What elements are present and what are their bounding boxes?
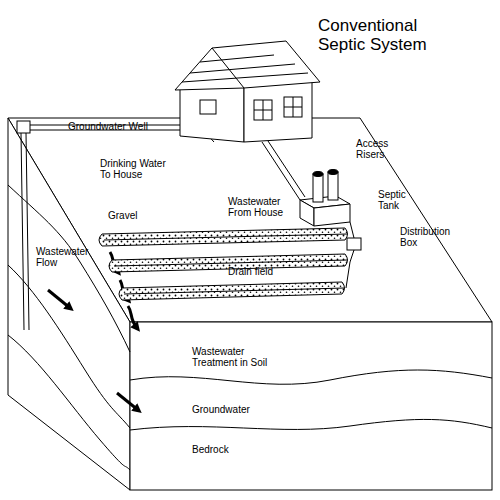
house-roof (175, 41, 320, 90)
flow-arrow (128, 306, 137, 328)
flow-arrows (48, 252, 138, 410)
part-label: Drain field (228, 266, 308, 277)
access-riser (328, 172, 338, 200)
part-label: Wastewater Treatment in Soil (192, 346, 280, 368)
drain-field (99, 222, 361, 300)
part-label: Wastewater From House (228, 196, 290, 218)
wastewater-pipe (268, 141, 305, 197)
manifold-pipe (346, 250, 354, 288)
part-label: Drinking Water To House (100, 158, 178, 180)
groundwater-layer-line (130, 370, 492, 384)
tank-side (300, 200, 314, 226)
flow-arrow (117, 393, 138, 410)
well-pipe (26, 133, 29, 330)
ground-block (8, 118, 492, 490)
front-face (130, 322, 492, 490)
bedrock-layer-line (130, 419, 492, 430)
sewer-pipe (262, 141, 305, 200)
riser-lid (328, 170, 338, 175)
riser-lid (313, 172, 323, 177)
well-head (17, 121, 30, 133)
outlet-pipe (350, 222, 354, 238)
distribution-box (347, 238, 361, 250)
access-riser (313, 174, 323, 202)
tank-front (314, 204, 350, 226)
part-label: Distribution Box (400, 226, 460, 248)
part-label: Access Risers (356, 138, 406, 160)
part-label: Gravel (108, 210, 168, 221)
house-window (200, 100, 216, 114)
bedrock-layer-line (8, 335, 130, 470)
groundwater-layer-line (8, 265, 130, 428)
house-window (284, 97, 302, 117)
septic-tank (300, 170, 350, 227)
house-long-wall (244, 80, 312, 142)
flow-arrow (48, 290, 70, 308)
part-label: Wastewater Flow (36, 246, 98, 268)
wastewater-pipe (262, 142, 300, 200)
part-label: Bedrock (192, 444, 282, 455)
diagram-title: Conventional Septic System (318, 16, 453, 54)
window-mullion (284, 97, 302, 117)
house-window (254, 100, 272, 120)
window-mullion (254, 100, 272, 120)
house (175, 41, 320, 142)
part-label: Groundwater Well (68, 121, 188, 132)
well-pipe (21, 133, 24, 330)
part-label: Septic Tank (378, 189, 420, 211)
roof-shingle-lines (182, 48, 308, 88)
part-label: Groundwater (192, 404, 282, 415)
perforated-pipe (104, 234, 347, 294)
